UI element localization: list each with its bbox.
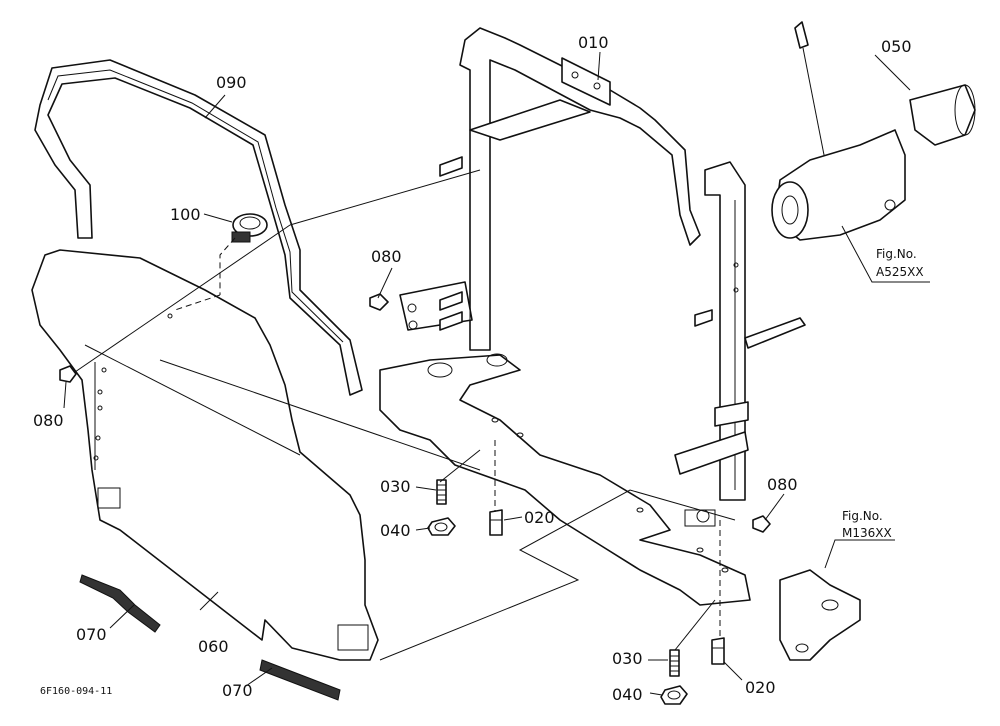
fig-ref-a525xx-code: A525XX — [876, 265, 924, 279]
label-080-b: 080 — [33, 411, 64, 430]
label-040-b: 040 — [612, 685, 643, 704]
label-090: 090 — [216, 73, 247, 92]
bolt-020-a — [489, 509, 503, 536]
seal-strip-070-upper — [79, 574, 161, 633]
side-panel-060 — [31, 249, 379, 661]
fig-ref-m136xx-code: M136XX — [842, 526, 892, 540]
label-070-b: 070 — [222, 681, 253, 700]
bolt-020-b — [711, 637, 725, 665]
seal-strip-070-lower — [259, 659, 341, 701]
base-plate — [379, 353, 861, 661]
label-080-a: 080 — [371, 247, 402, 266]
hose-clamp-100 — [231, 213, 268, 243]
label-070-a: 070 — [76, 625, 107, 644]
label-080-c: 080 — [767, 475, 798, 494]
leader-lines — [63, 51, 930, 696]
bolt-080-b — [59, 365, 77, 383]
bracket-frame-010 — [399, 27, 806, 527]
nut-040-b — [660, 685, 688, 705]
assembly-lines — [74, 150, 736, 661]
bolt-080-a — [369, 293, 389, 311]
fig-ref-a525xx-title: Fig.No. — [876, 247, 917, 261]
fig-ref-m136xx-title: Fig.No. — [842, 509, 883, 523]
stud-bolt-030-a — [436, 479, 447, 505]
label-020-a: 020 — [524, 508, 555, 527]
nut-040-a — [427, 517, 456, 536]
label-030-b: 030 — [612, 649, 643, 668]
label-010: 010 — [578, 33, 609, 52]
label-030-a: 030 — [380, 477, 411, 496]
drawing-code: 6F160-094-11 — [40, 686, 112, 697]
starter-motor-050 — [771, 21, 976, 241]
fig-ref-m136xx: Fig.No. M136XX — [842, 509, 892, 540]
bolt-080-c — [752, 515, 771, 533]
label-050: 050 — [881, 37, 912, 56]
label-060: 060 — [198, 637, 229, 656]
fig-ref-a525xx: Fig.No. A525XX — [876, 247, 924, 279]
label-020-b: 020 — [745, 678, 776, 697]
label-100: 100 — [170, 205, 201, 224]
callout-labels: 010 050 090 100 080 080 080 030 040 020 … — [33, 33, 912, 704]
label-040-a: 040 — [380, 521, 411, 540]
stud-bolt-030-b — [669, 649, 680, 677]
